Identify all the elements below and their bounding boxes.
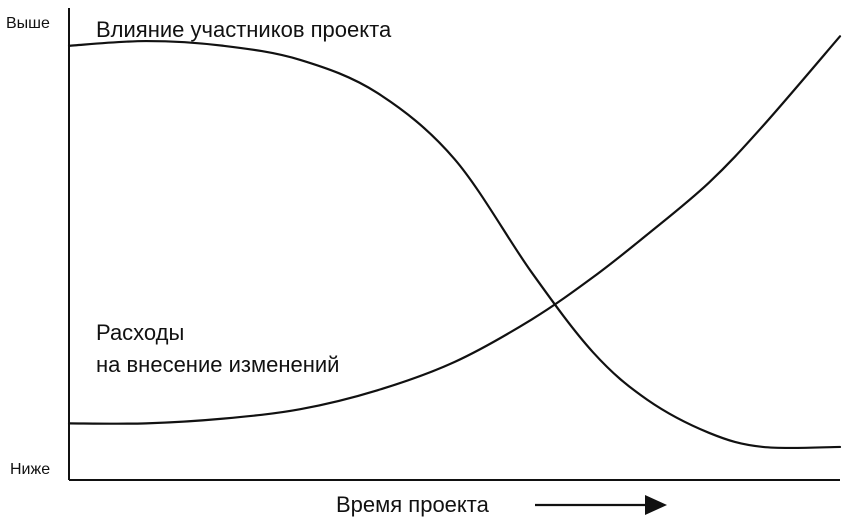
- series-label-influence: Влияние участников проекта: [96, 17, 392, 42]
- series-label-cost: Расходы на внесение изменений: [96, 320, 339, 377]
- axes: [68, 8, 840, 481]
- y-axis-top-label: Выше: [6, 15, 50, 32]
- x-axis-label: Время проекта: [336, 492, 490, 517]
- series-label-cost-line-1: Расходы: [96, 320, 184, 345]
- y-axis-bottom-label: Ниже: [10, 461, 50, 478]
- series-line-influence: [67, 39, 842, 450]
- x-axis-arrow-icon: [535, 495, 667, 515]
- series-line-cost: [67, 35, 842, 425]
- series-label-cost-line-2: на внесение изменений: [96, 352, 339, 377]
